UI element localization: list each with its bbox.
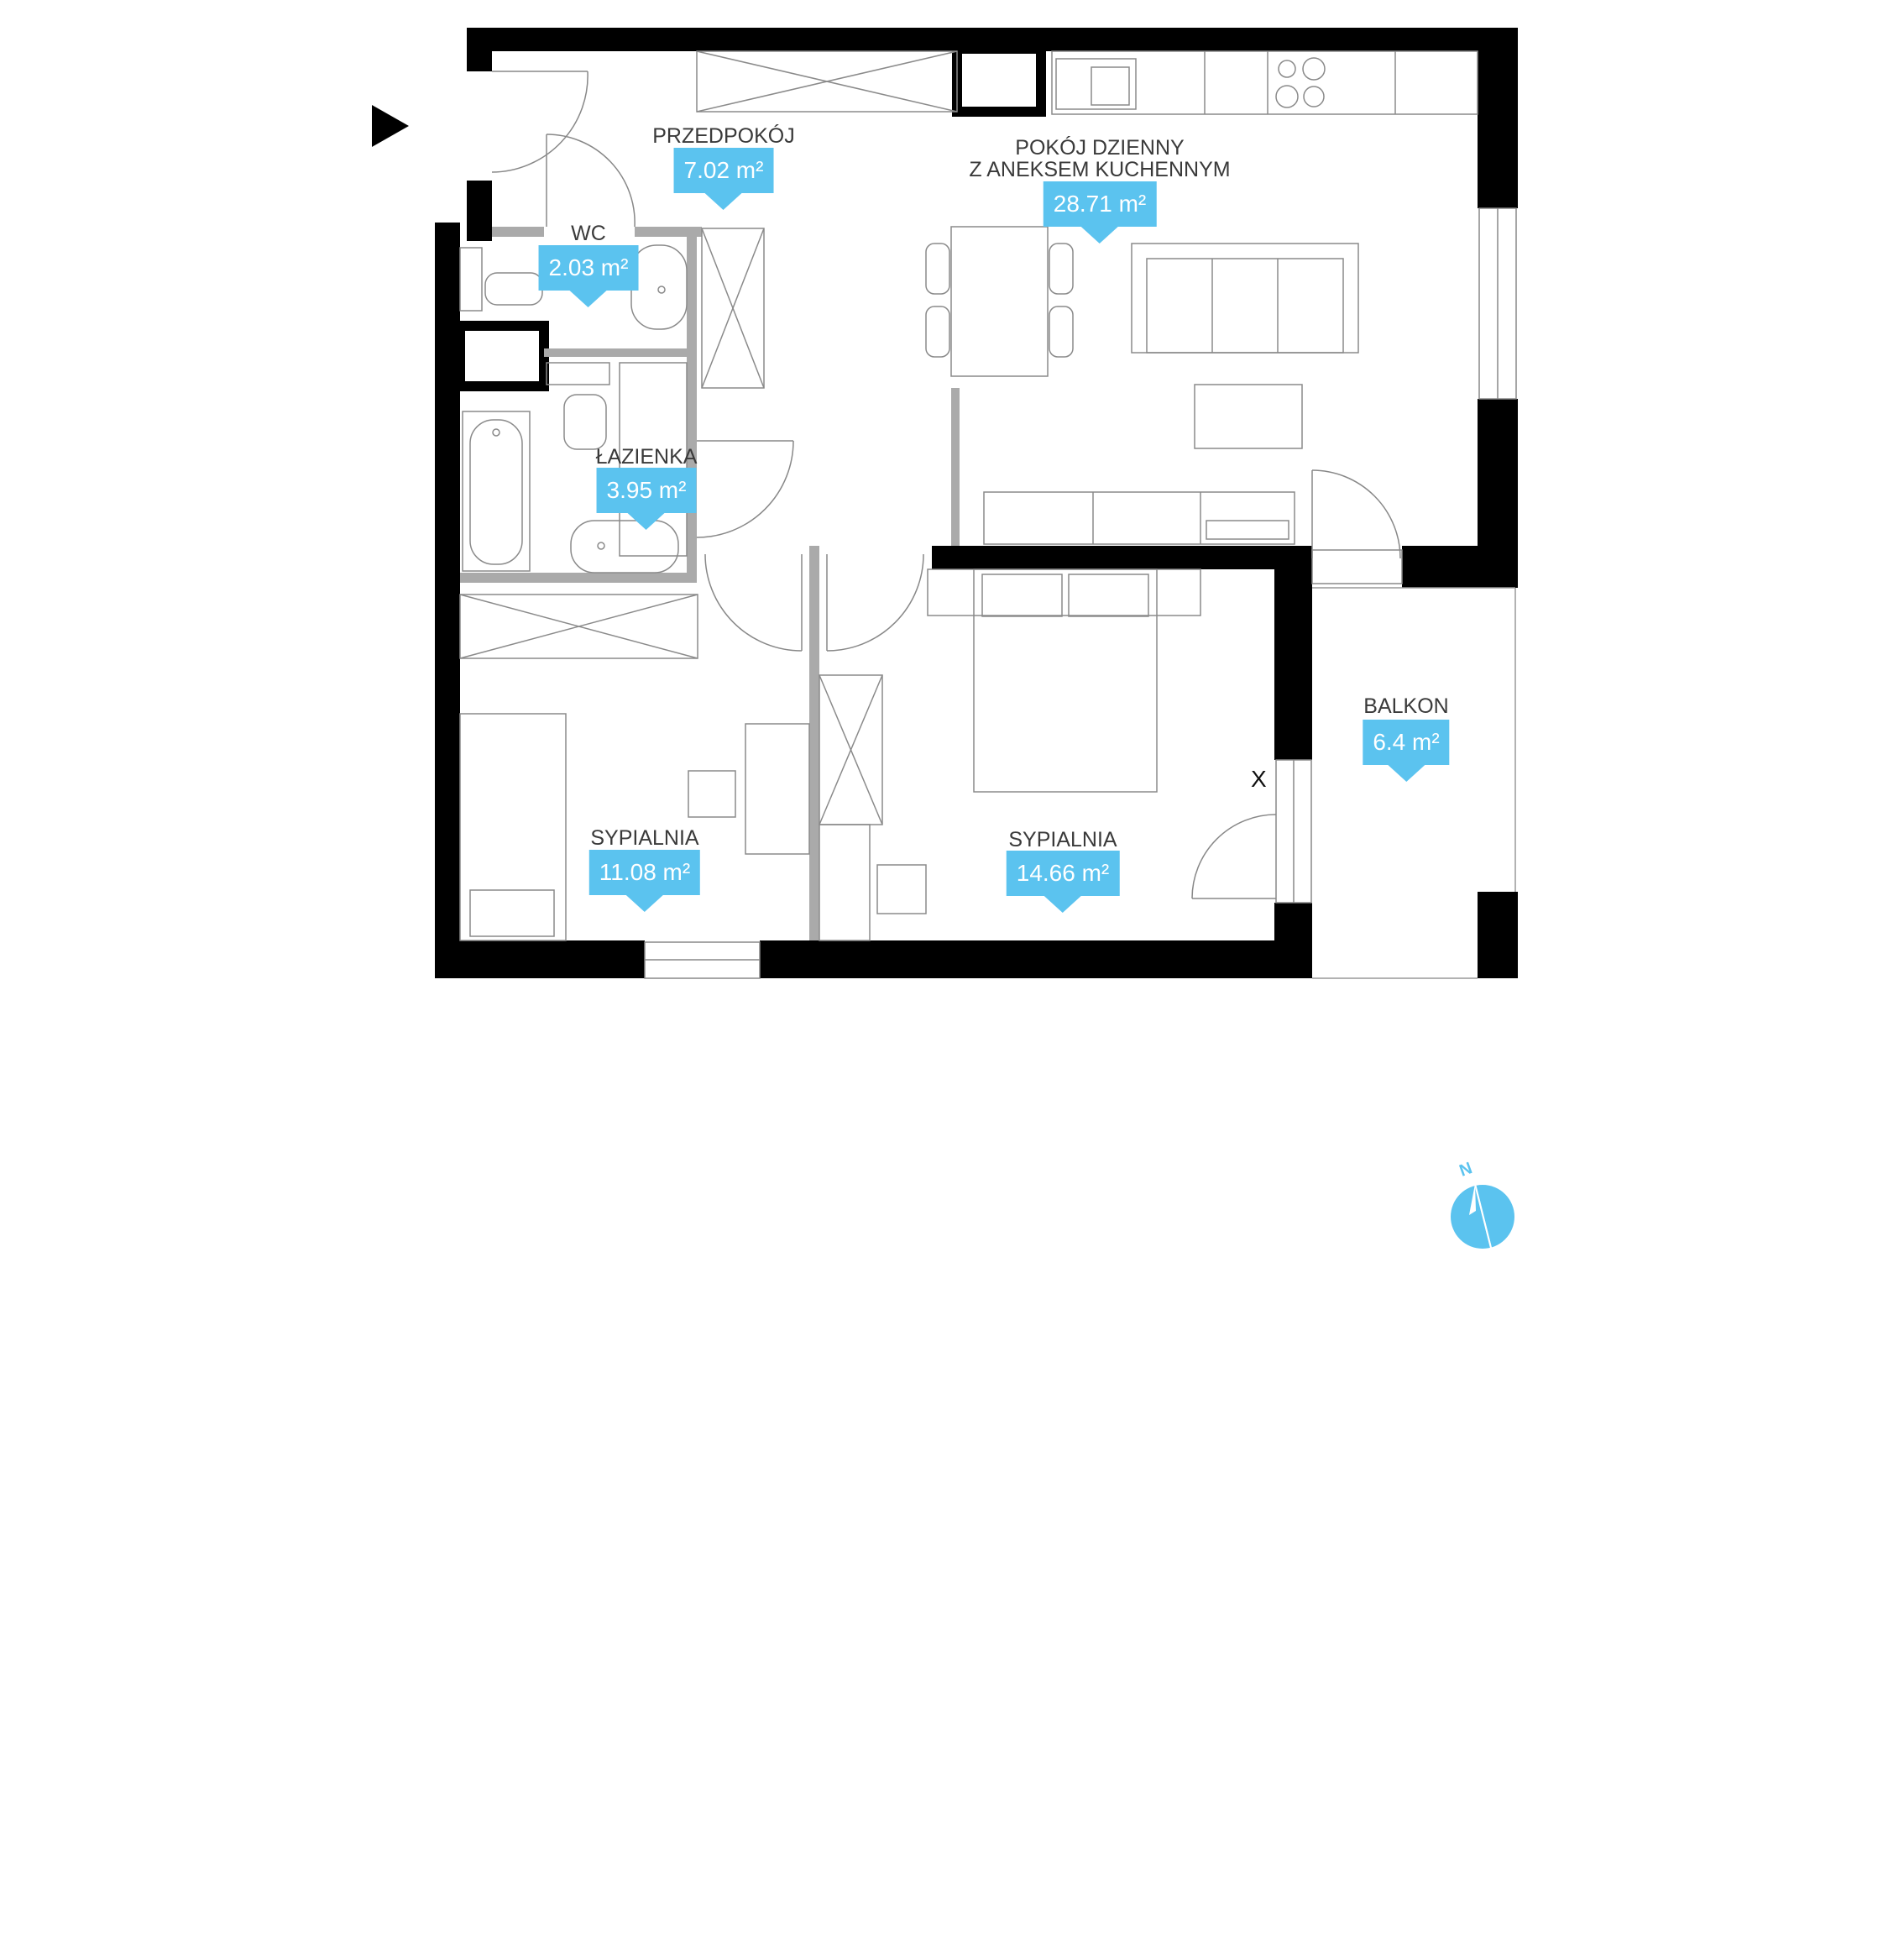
area-badge-lazienka: 3.95 m² <box>596 468 697 530</box>
room-name-pokoj-line2: Z ANEKSEM KUCHENNYM <box>969 158 1231 181</box>
area-badge-sypialnia-large: 14.66 m² <box>1006 851 1120 913</box>
area-value-balkon: 6.4 m² <box>1363 720 1450 765</box>
area-badge-pokoj: 28.71 m² <box>1043 181 1157 244</box>
room-name-wc: WC <box>571 222 606 245</box>
area-value-wc: 2.03 m² <box>538 245 639 291</box>
room-name-balkon: BALKON <box>1363 694 1449 718</box>
area-value-sypialnia-large: 14.66 m² <box>1006 851 1120 896</box>
exterior-walls <box>435 28 1518 978</box>
area-badge-wc: 2.03 m² <box>538 245 639 307</box>
balcony-outline <box>1312 587 1516 979</box>
entrance-arrow-icon <box>372 105 409 147</box>
area-pointer <box>625 895 663 912</box>
furniture <box>459 50 1478 941</box>
area-pointer <box>1081 227 1118 244</box>
area-value-sypialnia-small: 11.08 m² <box>588 850 701 895</box>
area-badge-balkon: 6.4 m² <box>1363 720 1450 782</box>
compass-icon <box>1451 1183 1514 1252</box>
area-pointer <box>1044 896 1081 913</box>
area-badge-przedpokoj: 7.02 m² <box>673 148 774 210</box>
area-pointer <box>1387 765 1425 782</box>
room-name-sypialnia-small: SYPIALNIA <box>590 826 699 850</box>
room-name-lazienka: ŁAZIENKA <box>595 445 698 469</box>
room-name-pokoj-line1: POKÓJ DZIENNY <box>1015 136 1185 160</box>
area-value-przedpokoj: 7.02 m² <box>673 148 774 193</box>
room-name-przedpokoj: PRZEDPOKÓJ <box>652 124 795 148</box>
area-badge-sypialnia-small: 11.08 m² <box>588 850 701 912</box>
area-pointer <box>570 291 607 307</box>
room-name-sypialnia-large: SYPIALNIA <box>1008 828 1117 851</box>
doors <box>491 71 1401 899</box>
area-value-pokoj: 28.71 m² <box>1043 181 1157 227</box>
windows <box>644 207 1517 979</box>
x-marker: X <box>1251 766 1267 792</box>
area-pointer <box>705 193 742 210</box>
area-value-lazienka: 3.95 m² <box>596 468 697 513</box>
area-pointer <box>628 513 665 530</box>
